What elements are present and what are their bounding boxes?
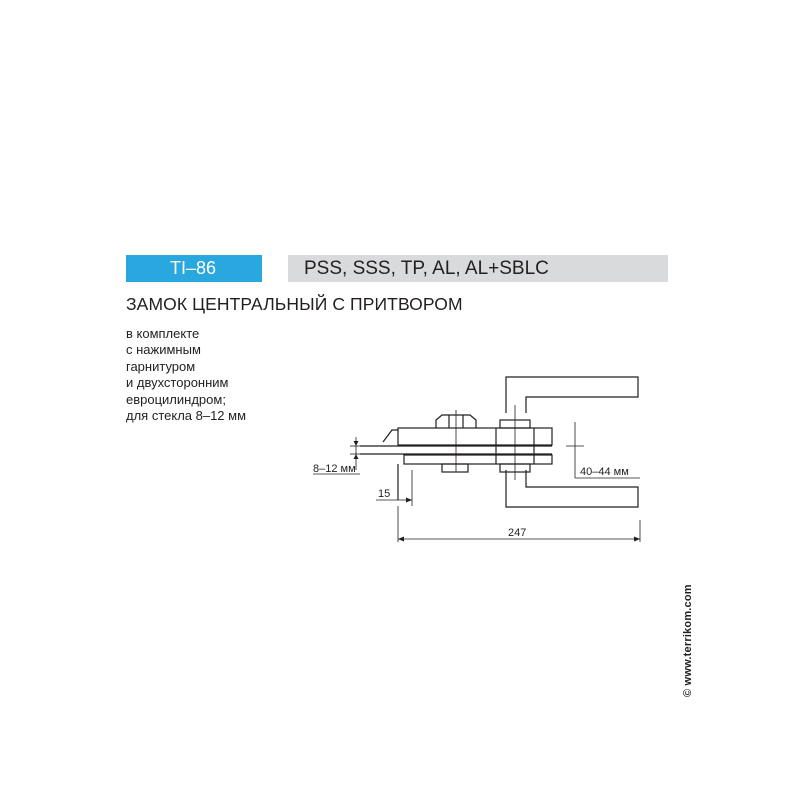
- description-line: для стекла 8–12 мм: [126, 408, 247, 424]
- description-line: евроцилиндром;: [126, 391, 226, 407]
- description-line: гарнитуром: [126, 358, 196, 374]
- product-title: ЗАМОК ЦЕНТРАЛЬНЫЙ С ПРИТВОРОМ: [126, 294, 463, 314]
- description-line: и двухсторонним: [126, 375, 229, 391]
- dim-door-label: 40–44 мм: [580, 466, 629, 478]
- model-badge: TI–86: [126, 255, 262, 282]
- upper-handle: [505, 376, 639, 413]
- finish-codes: PSS, SSS, TP, AL, AL+SBLC: [304, 258, 549, 279]
- product-description: в комплекте с нажимным гарнитуром и двух…: [126, 326, 306, 424]
- copyright-watermark: © www.terrikom.com: [682, 584, 694, 697]
- model-code: TI–86: [170, 258, 217, 278]
- lock-body-lower: [403, 454, 553, 465]
- dim-glass-label: 8–12 мм: [313, 463, 356, 475]
- description-line: с нажимным: [126, 342, 201, 358]
- finish-bar: PSS, SSS, TP, AL, AL+SBLC: [288, 255, 668, 282]
- strike-tab: [382, 429, 398, 443]
- lower-handle: [505, 470, 639, 508]
- dim-length-label: 247: [508, 527, 526, 539]
- hex-nut-bottom: [441, 463, 469, 473]
- dim-offset-label: 15: [378, 488, 390, 500]
- description-line: в комплекте: [126, 326, 200, 341]
- lock-body-upper: [397, 427, 553, 446]
